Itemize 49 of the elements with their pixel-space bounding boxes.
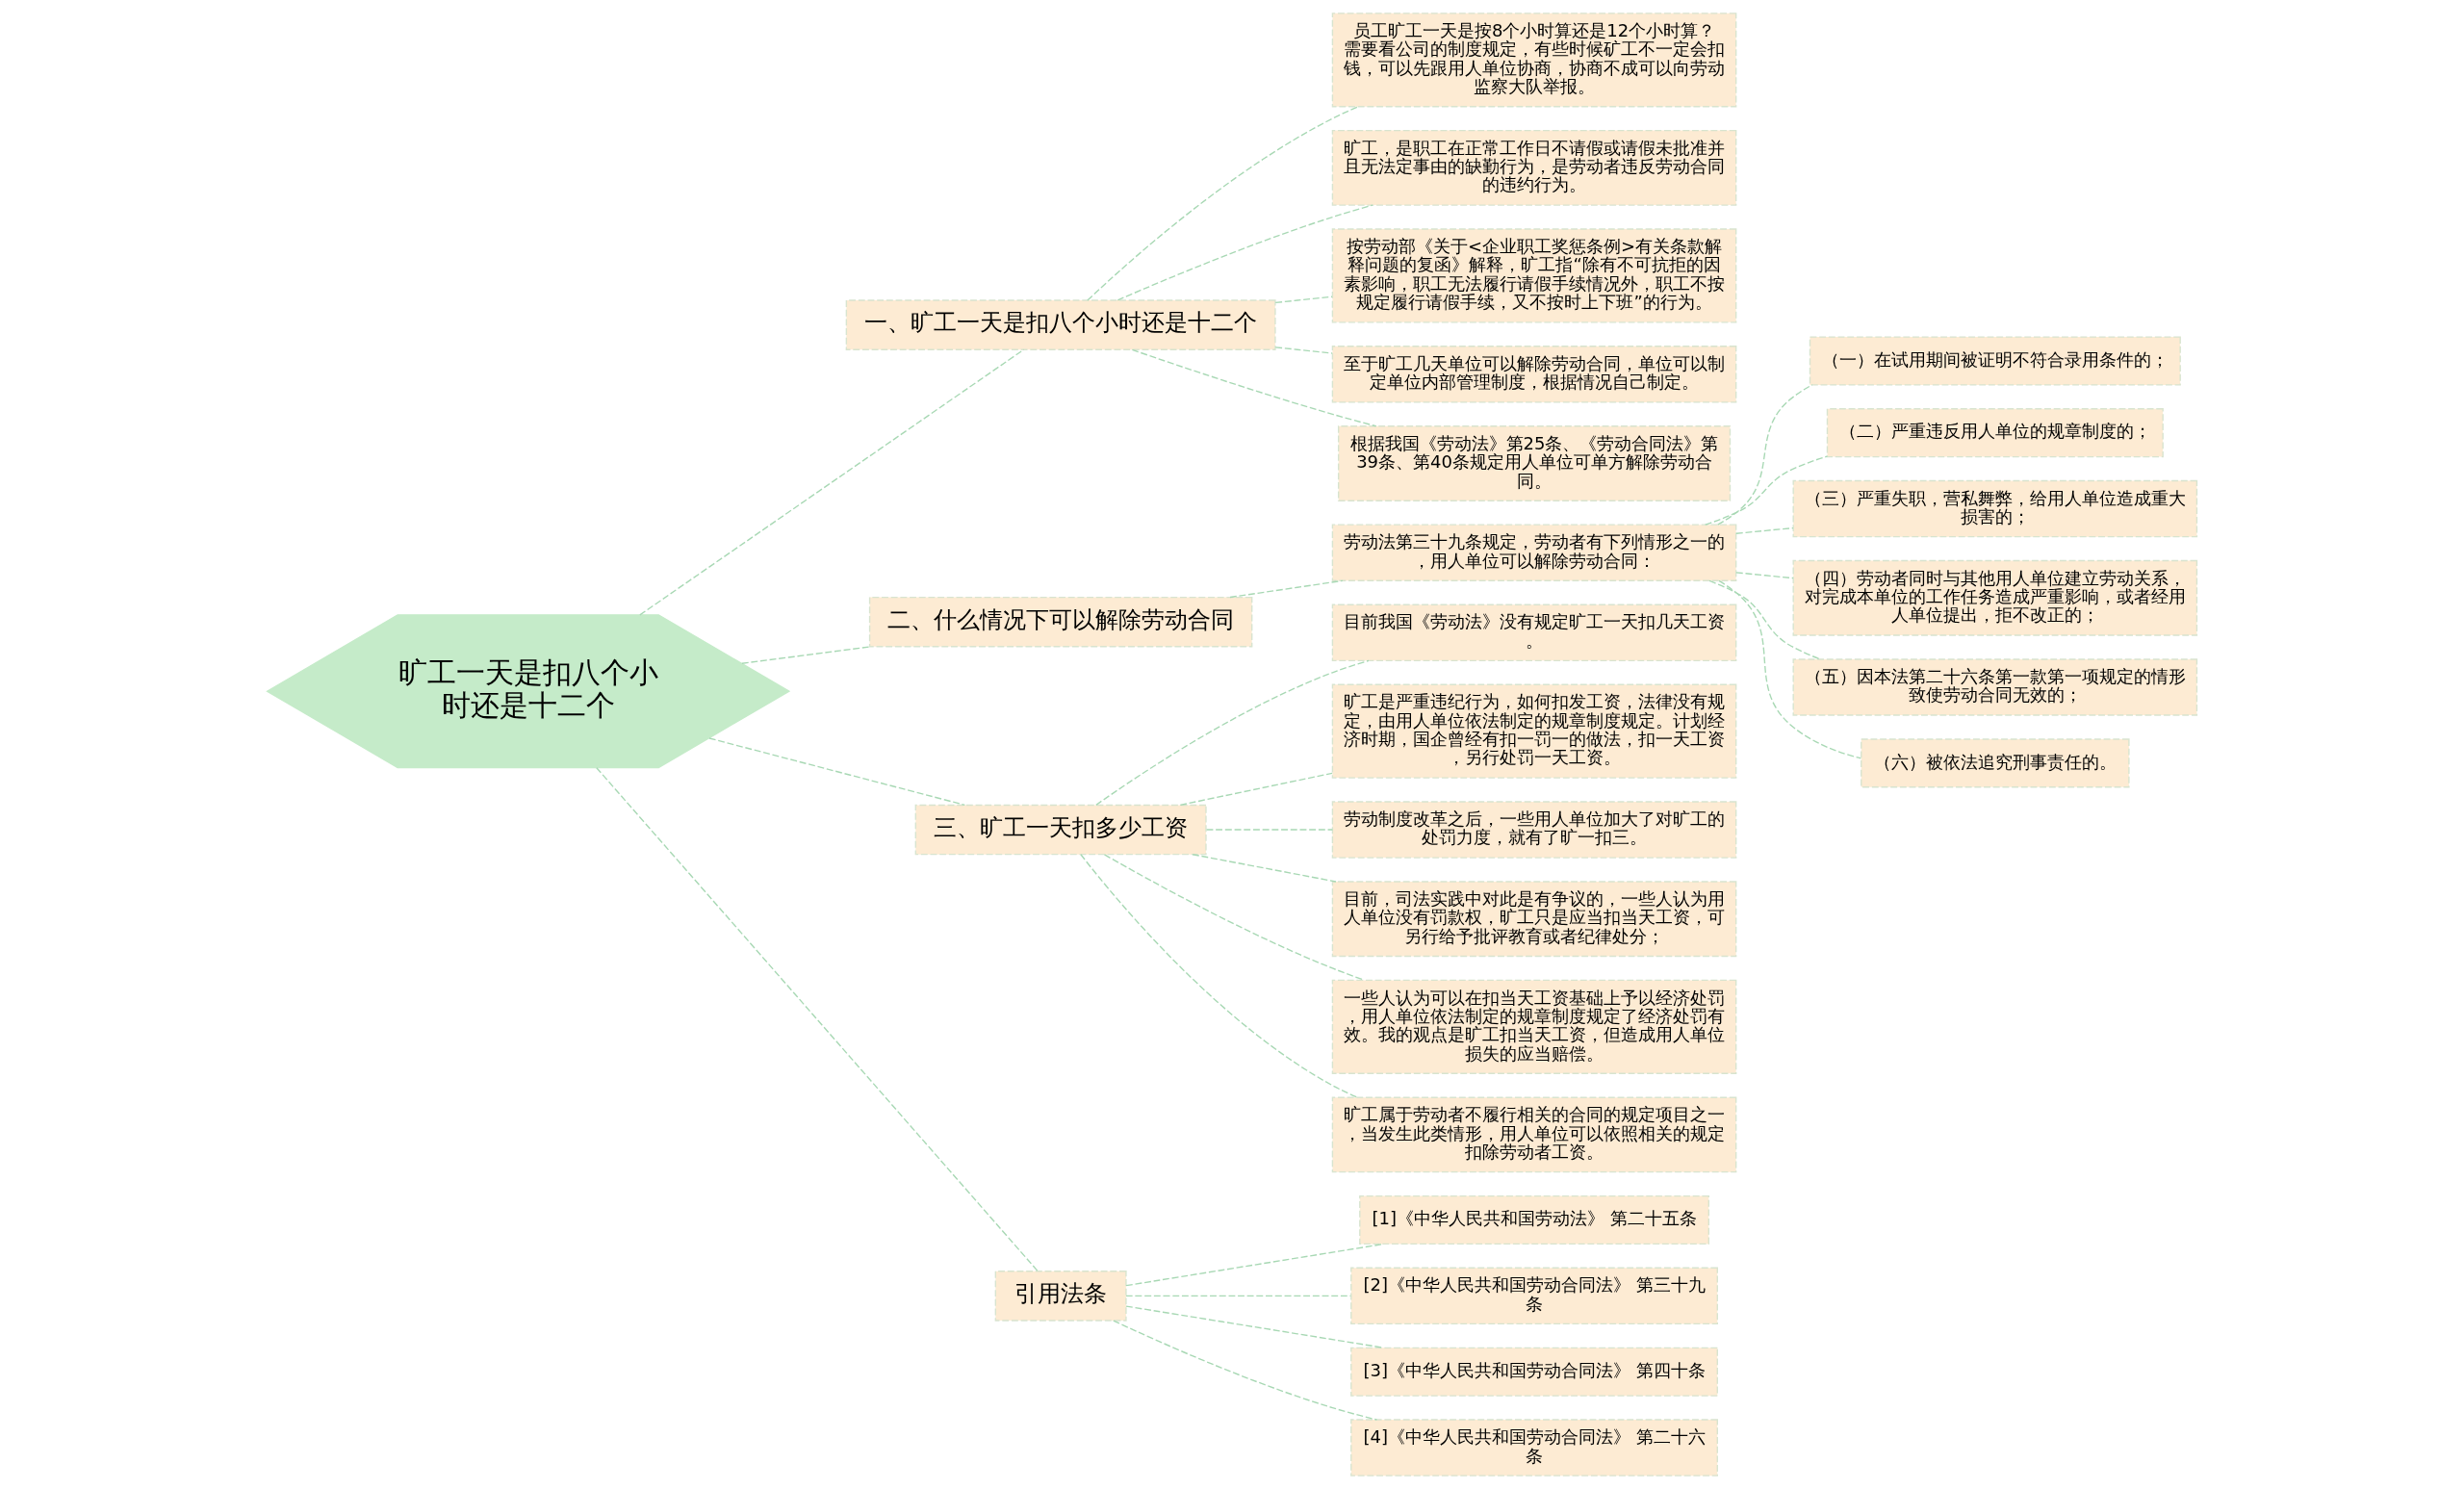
connector: [639, 348, 1025, 616]
connector: [596, 767, 1039, 1271]
node-box: （五）因本法第二十六条第一款第一项规定的情形致使劳动合同无效的；: [1792, 658, 2198, 716]
connector: [1274, 295, 1333, 304]
node-box: 员工旷工一天是按8个小时算还是12个小时算？需要看公司的制度规定，有些时候矿工不一定会扣钱，可以先跟用人单位协商，协商不成可以向劳动监察大队举报。: [1331, 13, 1737, 108]
connector: [1718, 579, 1861, 759]
node-box: 旷工，是职工在正常工作日不请假或请假未批准并且无法定事由的缺勤行为，是劳动者违反劳动合同的违约行为。: [1331, 129, 1737, 206]
node-box: 劳动制度改革之后，一些用人单位加大了对旷工的处罚力度，就有了旷一扣三。: [1331, 801, 1737, 859]
node-box: 旷工属于劳动者不履行相关的合同的规定项目之一，当发生此类情形，用人单位可以依照相关的规定扣除劳动者工资。: [1331, 1096, 1737, 1173]
connector: [1125, 1295, 1352, 1297]
connector: [1087, 106, 1359, 301]
node-box: 二、什么情况下可以解除劳动合同: [868, 596, 1253, 648]
node-box: （三）严重失职，营私舞弊，给用人单位造成重大损害的；: [1792, 479, 2198, 538]
node-box: （二）严重违反用人单位的规章制度的；: [1826, 408, 2164, 458]
connector: [1113, 1320, 1378, 1421]
connector: [1274, 347, 1333, 354]
node-box: （六）被依法追究刑事责任的。: [1861, 738, 2130, 788]
connector: [1179, 772, 1333, 807]
connector: [1095, 659, 1370, 806]
node-box: [4]《中华人民共和国劳动合同法》 第二十六条: [1350, 1419, 1718, 1476]
connector: [1229, 579, 1344, 599]
connector: [1116, 204, 1373, 301]
node-box: 目前我国《劳动法》没有规定旷工一天扣几天工资。: [1331, 603, 1737, 661]
node-box: 旷工是严重违纪行为，如何扣发工资，法律没有规定，由用人单位依法制定的规章制度规定。计划经济时期，国企曾经有扣一罚一的做法，扣一天工资，另行处罚一天工资。: [1331, 683, 1737, 779]
node-box: 根据我国《劳动法》第25条、《劳动合同法》第39条、第40条规定用人单位可单方解除劳动合同。: [1337, 425, 1732, 501]
node-box: 一、旷工一天是扣八个小时还是十二个: [845, 299, 1276, 350]
connector: [1735, 572, 1794, 579]
node-box: 目前，司法实践中对此是有争议的，一些人认为用人单位没有罚款权，旷工只是应当扣当天工资，可另行给予批评教育或者纪律处分；: [1331, 881, 1737, 958]
node-box: （四）劳动者同时与其他用人单位建立劳动关系，对完成本单位的工作任务造成严重影响，或者经用人单位提出，拒不改正的；: [1792, 559, 2198, 636]
node-box: 三、旷工一天扣多少工资: [914, 804, 1207, 856]
node-box: 至于旷工几天单位可以解除劳动合同，单位可以制定单位内部管理制度，根据情况自己制定。: [1331, 346, 1737, 403]
node-box: （一）在试用期间被证明不符合录用条件的；: [1809, 336, 2181, 386]
connector: [1192, 854, 1337, 883]
connector: [1735, 526, 1794, 534]
node-box: [3]《中华人民共和国劳动合同法》 第四十条: [1350, 1347, 1718, 1397]
connector: [708, 737, 966, 807]
node-box: 劳动法第三十九条规定，劳动者有下列情形之一的，用人单位可以解除劳动合同：: [1331, 524, 1737, 581]
connector: [1131, 348, 1377, 427]
connector: [741, 646, 872, 664]
node-box: [1]《中华人民共和国劳动法》 第二十五条: [1359, 1194, 1709, 1245]
node-box: 按劳动部《关于<企业职工奖惩条例>有关条款解释问题的复函》解释，旷工指“除有不可抗拒的因素影响，职工无法履行请假手续情况外，职工不按规定履行请假手续，又不按时上下班”的行为。: [1331, 228, 1737, 323]
node-box: [2]《中华人民共和国劳动合同法》 第三十九条: [1350, 1267, 1718, 1325]
connector: [1708, 579, 1821, 660]
connector: [1705, 455, 1829, 526]
connector: [1205, 829, 1334, 831]
node-box: 一些人认为可以在扣当天工资基础上予以经济处罚，用人单位依法制定的规章制度规定了经济处罚有效。我的观点是旷工扣当天工资，但造成用人单位损失的应当赔偿。: [1331, 979, 1737, 1074]
connector: [1716, 384, 1813, 526]
node-box: 引用法条: [994, 1271, 1127, 1322]
connector: [1080, 854, 1358, 1098]
